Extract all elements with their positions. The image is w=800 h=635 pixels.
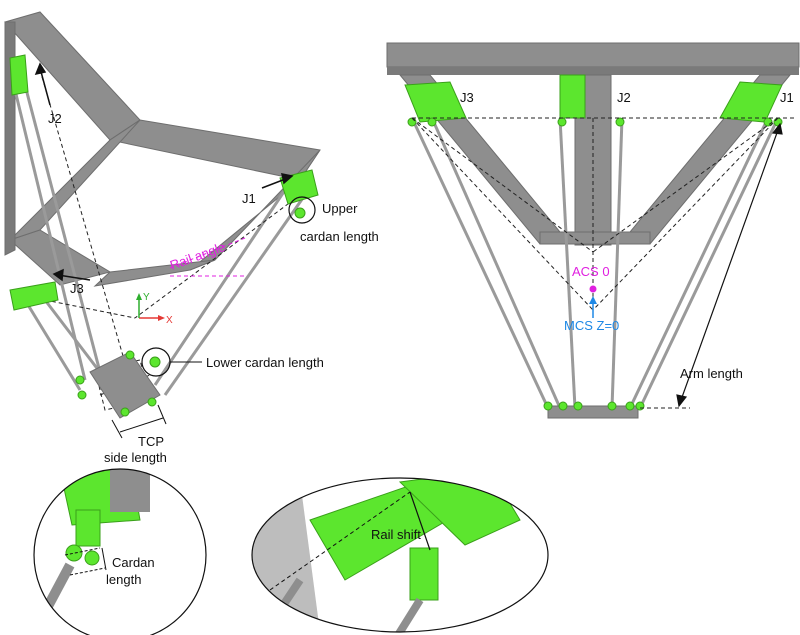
- detail-cardan-zoom: Cardan length: [33, 468, 207, 635]
- acs-label: ACS 0: [572, 264, 610, 279]
- right-tcp-platform: [547, 405, 639, 419]
- rail-shift-label: Rail shift: [371, 527, 421, 542]
- right-joint-blocks: [404, 74, 783, 411]
- acs-origin-dot: [589, 285, 597, 293]
- rail-angle-label: Rail angle: [168, 239, 227, 273]
- tcp-dimension: [111, 404, 167, 439]
- mcs-label: MCS Z=0: [564, 318, 619, 333]
- left-j2-label: J2: [48, 111, 62, 126]
- right-front-view: J3 J2 J1 ACS 0 MCS Z=0 Arm length: [386, 42, 800, 419]
- upper-cardan-label-1: Upper: [322, 201, 358, 216]
- mcs-arrow: [589, 296, 597, 304]
- left-joint-blocks: [9, 54, 319, 417]
- lower-cardan-label: Lower cardan length: [206, 355, 324, 370]
- rail-angle-guides: [169, 237, 246, 277]
- tcp-label-1: TCP: [138, 434, 164, 449]
- left-tcp-platform: [89, 351, 161, 419]
- right-j2-label: J2: [617, 90, 631, 105]
- mcs-axes: [136, 293, 165, 321]
- right-dashed-guides: [411, 117, 795, 409]
- left-rail-arrows: [34, 62, 294, 282]
- arm-length-label: Arm length: [680, 366, 743, 381]
- tcp-label-2: side length: [104, 450, 167, 465]
- right-j1-label: J1: [780, 90, 794, 105]
- upper-cardan-callout: [288, 196, 316, 224]
- arm-length-dimension: [676, 122, 783, 408]
- y-axis-label: Y: [143, 292, 150, 303]
- left-j1-label: J1: [242, 191, 256, 206]
- right-top-beam: [386, 42, 800, 68]
- right-rods: [410, 117, 780, 409]
- detail-rail-shift-zoom: Rail shift: [251, 477, 549, 633]
- left-isometric-view: Rail angle X Y J2 J1 J3 Upper cardan len…: [4, 11, 379, 465]
- x-axis-label: X: [166, 315, 173, 326]
- right-j3-label: J3: [460, 90, 474, 105]
- upper-cardan-label-2: cardan length: [300, 229, 379, 244]
- cardan-length-label-2: length: [106, 572, 141, 587]
- cardan-length-label-1: Cardan: [112, 555, 155, 570]
- left-j3-label: J3: [70, 281, 84, 296]
- left-frame: [4, 11, 321, 287]
